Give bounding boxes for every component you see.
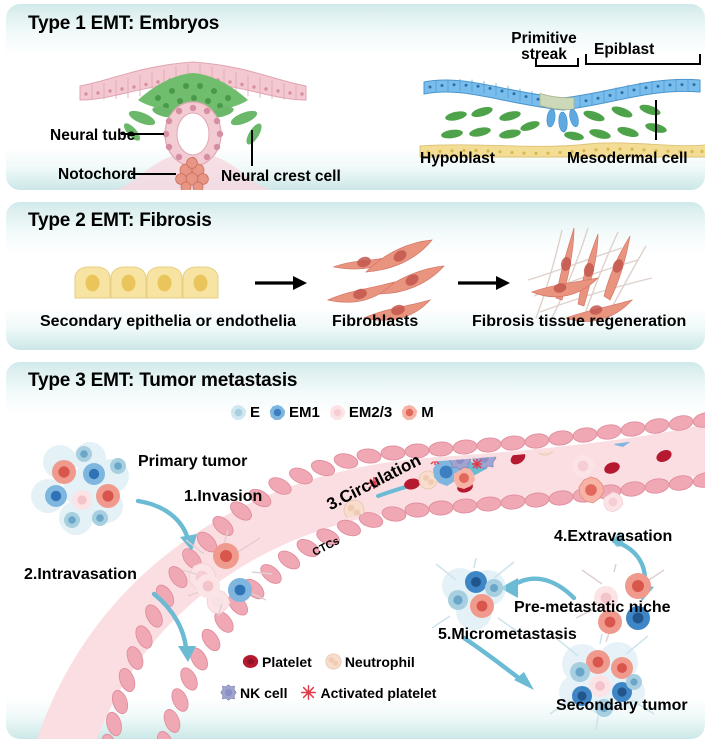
blood-legend-row1: Platelet Neutrophil: [242, 653, 424, 670]
arrow-to-micrometastasis: [500, 576, 577, 601]
blood-legend-row2: NK cell Activated platelet: [220, 684, 445, 701]
label-epiblast: Epiblast: [594, 41, 655, 58]
legend-item-m: M: [401, 404, 434, 421]
panel1-leader-lines-left: [121, 130, 253, 175]
label-notochord: Notochord: [58, 166, 137, 183]
label-neural-crest-cell: Neural crest cell: [221, 168, 341, 185]
label-secondary-tumor: Secondary tumor: [556, 697, 688, 714]
migrating-crest-cells: [123, 106, 262, 145]
blood-vessel-illustration: [37, 412, 705, 739]
legend-label-em2-3: EM2/3: [348, 404, 393, 421]
label-primary-tumor: Primary tumor: [138, 453, 248, 470]
arrow-to-intravasation: [151, 591, 196, 662]
panel-type3-emt-tumor-metastasis: Type 3 EMT: Tumor metastasis E EM1: [6, 362, 705, 739]
legend-item-em1: EM1: [269, 404, 320, 421]
label-fibrosis-regeneration: Fibrosis tissue regeneration: [472, 313, 687, 330]
legend-item-nk-cell: NK cell: [220, 684, 287, 701]
label-primitive-streak-line1: Primitive: [511, 30, 577, 47]
neural-tube-illustration: [79, 61, 307, 190]
legend-label-platelet: Platelet: [262, 653, 312, 670]
nk-cell-icon: [220, 684, 237, 701]
legend-label-m: M: [421, 404, 434, 421]
label-primitive-streak-line2: streak: [521, 46, 567, 63]
label-step1-invasion: 1.Invasion: [184, 488, 263, 505]
platelet-icon: [242, 655, 259, 668]
legend-label-nk-cell: NK cell: [240, 684, 288, 701]
neural-tube-ring: [162, 101, 224, 167]
extravasating-cell: [578, 476, 605, 504]
legend-item-platelet: Platelet: [242, 653, 312, 670]
extravasating-cell-trail: [603, 491, 624, 513]
neutrophil-icon: [325, 653, 342, 670]
pre-metastatic-niche-cells: [575, 563, 665, 643]
epithelial-sheet-illustration: [74, 266, 219, 299]
legend-item-e: E: [230, 404, 260, 421]
legend-item-em2-3: EM2/3: [329, 404, 392, 421]
label-secondary-epithelia: Secondary epithelia or endothelia: [40, 313, 297, 330]
bracket-epiblast: [585, 54, 701, 65]
vessel-wall-upper: [101, 412, 705, 739]
cell-state-legend: E EM1 EM2/3 M: [230, 404, 443, 421]
epiblast-band: [423, 78, 701, 111]
arrow-epithelia-to-fibroblasts: [255, 276, 307, 290]
cell-em2-3-icon: [329, 404, 346, 421]
mesodermal-cells: [441, 104, 667, 141]
primary-tumor-cluster: [31, 442, 129, 535]
secondary-tumor-cluster: [549, 633, 655, 731]
label-fibroblasts: Fibroblasts: [332, 313, 419, 330]
primitive-streak-illustration: [419, 78, 705, 158]
label-hypoblast: Hypoblast: [420, 150, 495, 167]
micrometastasis-cluster: [431, 557, 519, 645]
label-mesodermal-cell: Mesodermal cell: [567, 150, 688, 167]
legend-label-em1: EM1: [289, 404, 320, 421]
bracket-primitive-streak: [535, 58, 579, 67]
notochord-cluster: [175, 157, 209, 190]
cell-em1-icon: [269, 404, 286, 421]
legend-item-neutrophil: Neutrophil: [325, 653, 415, 670]
panel-type2-emt-fibrosis: Type 2 EMT: Fibrosis: [6, 202, 705, 350]
tumor-cells: [45, 446, 126, 528]
panel2-title: Type 2 EMT: Fibrosis: [28, 210, 212, 231]
panel3-title: Type 3 EMT: Tumor metastasis: [28, 370, 298, 391]
activated-platelet-icon: [301, 684, 317, 701]
invasion-cells: [181, 529, 273, 617]
arrow-fibroblasts-to-fibrosis: [458, 276, 510, 290]
panel1-brackets: [535, 54, 701, 140]
label-neural-tube: Neural tube: [50, 127, 136, 144]
legend-label-activated-platelet: Activated platelet: [320, 684, 437, 701]
panel1-title: Type 1 EMT: Embryos: [28, 13, 220, 34]
legend-label-neutrophil: Neutrophil: [344, 653, 415, 670]
fibrosis-tissue-illustration: [527, 227, 653, 323]
label-step2-intravasation: 2.Intravasation: [24, 566, 137, 583]
legend-item-activated-platelet: Activated platelet: [300, 684, 436, 701]
panel-type1-emt-embryos: Type 1 EMT: Embryos: [6, 4, 705, 190]
label-step4-extravasation: 4.Extravasation: [554, 528, 673, 545]
cell-m-icon: [402, 404, 418, 421]
legend-label-e: E: [250, 404, 261, 421]
ctc-cluster-mid: [418, 449, 482, 490]
vessel-lumen: [37, 424, 705, 739]
fibroblasts-illustration: [326, 239, 445, 321]
ingressing-cells: [546, 108, 579, 133]
hypoblast-band: [419, 142, 705, 158]
cell-e-icon: [230, 404, 247, 421]
label-step5-micrometastasis: 5.Micrometastasis: [438, 626, 577, 643]
label-pre-metastatic-niche: Pre-metastatic niche: [514, 599, 671, 616]
arrow-to-secondary-tumor: [461, 635, 534, 690]
